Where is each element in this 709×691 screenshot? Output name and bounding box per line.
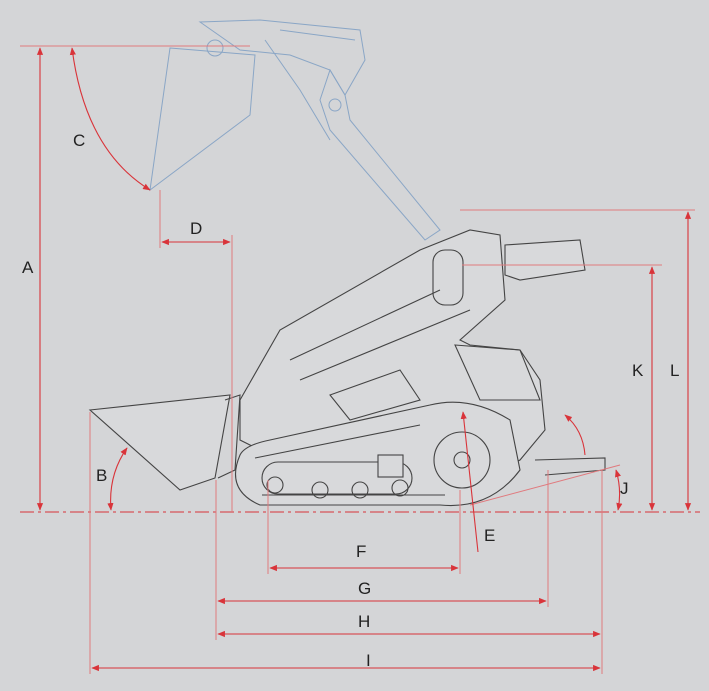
- label-c: C: [73, 131, 85, 150]
- label-l: L: [670, 361, 679, 380]
- lowered-bucket: [88, 394, 231, 491]
- label-k: K: [632, 361, 644, 380]
- machine-sketch: [88, 229, 606, 507]
- label-a: A: [22, 258, 34, 277]
- label-f: F: [356, 542, 366, 561]
- label-d: D: [190, 219, 202, 238]
- label-h: H: [358, 612, 370, 631]
- label-b: B: [96, 466, 107, 485]
- label-e: E: [484, 526, 495, 545]
- raised-arm-sketch: [149, 19, 441, 241]
- label-j: J: [620, 479, 629, 498]
- label-i: I: [366, 651, 371, 670]
- extension-lines: [20, 45, 695, 674]
- label-g: G: [358, 579, 371, 598]
- dimension-arrows: [36, 47, 692, 672]
